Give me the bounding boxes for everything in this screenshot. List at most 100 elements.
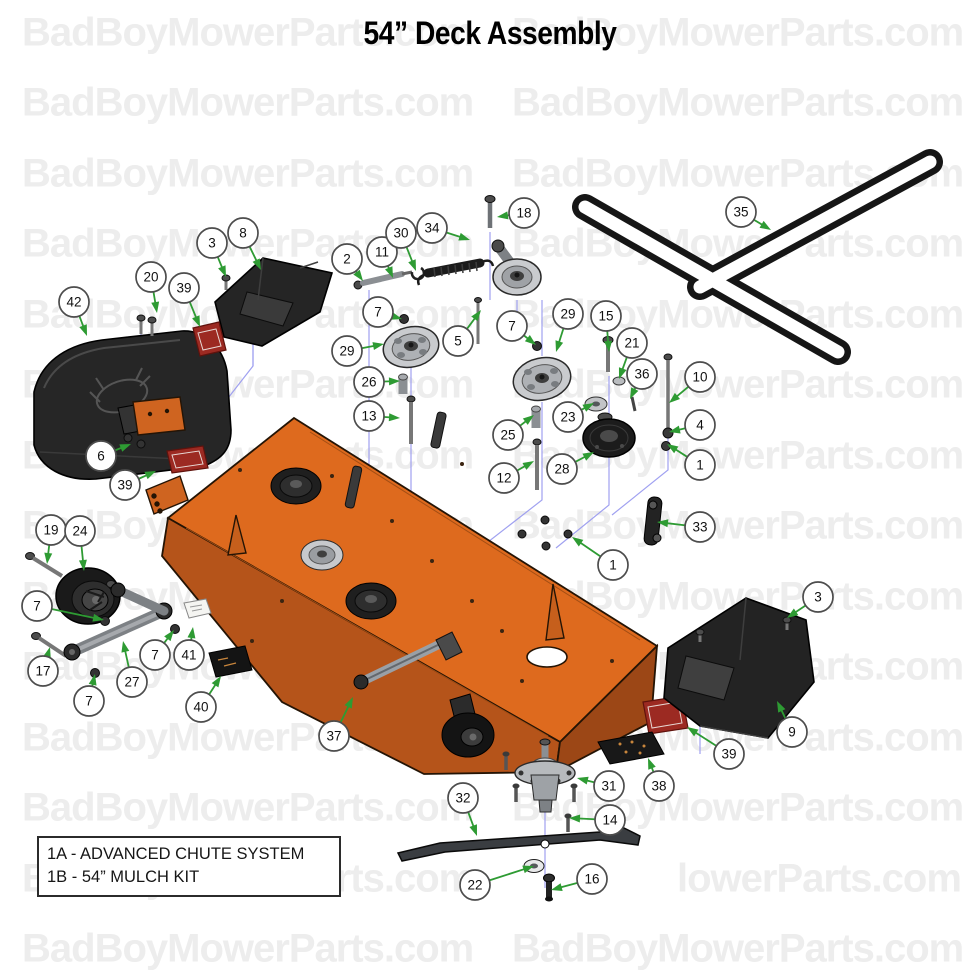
callout-balloon[interactable]	[173, 639, 205, 671]
callout-29[interactable]: 29	[552, 298, 584, 352]
callout-30[interactable]: 30	[385, 217, 417, 271]
callout-1[interactable]: 1	[667, 444, 716, 481]
callout-35[interactable]: 35	[725, 196, 771, 230]
callout-2[interactable]: 2	[331, 243, 363, 281]
callout-12[interactable]: 12	[488, 461, 534, 494]
callout-balloon[interactable]	[552, 298, 584, 330]
callout-balloon[interactable]	[58, 286, 90, 318]
callout-33[interactable]: 33	[657, 511, 716, 543]
callout-balloon[interactable]	[492, 419, 524, 451]
callout-7[interactable]: 7	[362, 296, 402, 328]
callout-balloon[interactable]	[508, 197, 540, 229]
callout-5[interactable]: 5	[442, 310, 481, 357]
callout-27[interactable]: 27	[116, 641, 148, 698]
callout-balloon[interactable]	[85, 440, 117, 472]
callout-25[interactable]: 25	[492, 415, 534, 451]
callout-balloon[interactable]	[488, 462, 520, 494]
callout-balloon[interactable]	[331, 335, 363, 367]
callout-balloon[interactable]	[594, 804, 626, 836]
callout-balloon[interactable]	[626, 358, 658, 390]
callout-20[interactable]: 20	[135, 261, 167, 313]
callout-17[interactable]: 17	[27, 647, 59, 687]
callout-balloon[interactable]	[196, 227, 228, 259]
callout-26[interactable]: 26	[353, 366, 400, 398]
callout-3[interactable]: 3	[196, 227, 228, 277]
callout-balloon[interactable]	[442, 325, 474, 357]
callout-balloon[interactable]	[684, 449, 716, 481]
callout-6[interactable]: 6	[85, 440, 131, 472]
callout-balloon[interactable]	[168, 272, 200, 304]
callout-42[interactable]: 42	[58, 286, 90, 336]
callout-balloon[interactable]	[576, 863, 608, 895]
callout-balloon[interactable]	[546, 453, 578, 485]
callout-4[interactable]: 4	[669, 409, 716, 441]
callout-38[interactable]: 38	[643, 758, 675, 802]
callout-balloon[interactable]	[802, 581, 834, 613]
callout-balloon[interactable]	[362, 296, 394, 328]
callout-balloon[interactable]	[109, 469, 141, 501]
callout-balloon[interactable]	[353, 366, 385, 398]
callout-balloon[interactable]	[139, 639, 171, 671]
callout-39[interactable]: 39	[687, 727, 745, 770]
callout-7[interactable]: 7	[73, 674, 105, 717]
callout-21[interactable]: 21	[616, 327, 648, 379]
callout-31[interactable]: 31	[577, 770, 625, 802]
callout-34[interactable]: 34	[416, 212, 470, 244]
callout-balloon[interactable]	[590, 300, 622, 332]
callout-8[interactable]: 8	[227, 217, 261, 270]
callout-balloon[interactable]	[185, 691, 217, 723]
callout-16[interactable]: 16	[551, 863, 608, 895]
callout-balloon[interactable]	[227, 217, 259, 249]
callout-23[interactable]: 23	[552, 401, 594, 433]
callout-14[interactable]: 14	[569, 804, 626, 836]
callout-19[interactable]: 19	[35, 514, 67, 564]
callout-15[interactable]: 15	[590, 300, 622, 352]
callout-balloon[interactable]	[353, 400, 385, 432]
callout-balloon[interactable]	[318, 720, 350, 752]
callout-40[interactable]: 40	[185, 676, 221, 723]
callout-balloon[interactable]	[459, 869, 491, 901]
callout-balloon[interactable]	[643, 770, 675, 802]
callout-1[interactable]: 1	[572, 537, 629, 581]
callout-balloon[interactable]	[385, 217, 417, 249]
callout-7[interactable]: 7	[496, 310, 536, 345]
callout-22[interactable]: 22	[459, 865, 534, 901]
callout-balloon[interactable]	[366, 236, 398, 268]
callout-9[interactable]: 9	[776, 701, 808, 748]
callout-balloon[interactable]	[593, 770, 625, 802]
callout-balloon[interactable]	[331, 243, 363, 275]
callout-39[interactable]: 39	[109, 469, 156, 501]
callout-balloon[interactable]	[73, 685, 105, 717]
callout-balloon[interactable]	[27, 655, 59, 687]
callout-10[interactable]: 10	[669, 361, 716, 403]
callout-7[interactable]: 7	[21, 590, 104, 622]
callout-balloon[interactable]	[684, 511, 716, 543]
callout-balloon[interactable]	[416, 212, 448, 244]
callout-11[interactable]: 11	[366, 236, 398, 278]
callout-29[interactable]: 29	[331, 335, 384, 367]
callout-36[interactable]: 36	[626, 358, 658, 399]
callout-32[interactable]: 32	[447, 782, 479, 836]
callout-balloon[interactable]	[684, 361, 716, 393]
callout-balloon[interactable]	[597, 549, 629, 581]
callout-41[interactable]: 41	[173, 627, 205, 671]
callout-balloon[interactable]	[447, 782, 479, 814]
callout-balloon[interactable]	[725, 196, 757, 228]
callout-3[interactable]: 3	[787, 581, 834, 618]
callout-balloon[interactable]	[21, 590, 53, 622]
callout-balloon[interactable]	[135, 261, 167, 293]
callout-balloon[interactable]	[684, 409, 716, 441]
callout-7[interactable]: 7	[139, 630, 174, 671]
callout-18[interactable]: 18	[497, 197, 540, 229]
callout-28[interactable]: 28	[546, 452, 594, 485]
callout-balloon[interactable]	[776, 716, 808, 748]
callout-balloon[interactable]	[64, 515, 96, 547]
callout-13[interactable]: 13	[353, 400, 400, 432]
callout-balloon[interactable]	[552, 401, 584, 433]
callout-39[interactable]: 39	[168, 272, 200, 327]
callout-balloon[interactable]	[496, 310, 528, 342]
callout-37[interactable]: 37	[318, 697, 353, 752]
callout-balloon[interactable]	[616, 327, 648, 359]
callout-24[interactable]: 24	[64, 515, 96, 571]
callout-balloon[interactable]	[116, 666, 148, 698]
